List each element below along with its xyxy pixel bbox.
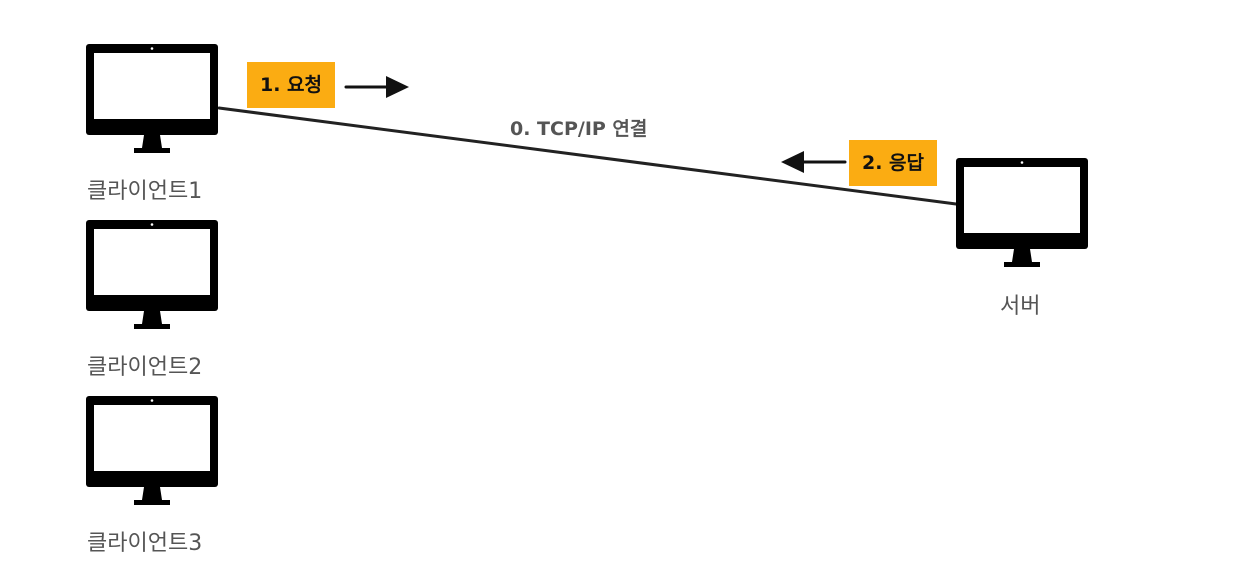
client-2-monitor-icon <box>86 220 218 330</box>
client-3-monitor-icon <box>86 396 218 506</box>
client-3-label: 클라이언트3 <box>87 531 203 556</box>
request-arrow-head <box>386 76 409 98</box>
client-2-label: 클라이언트2 <box>87 355 203 380</box>
server-monitor-icon <box>956 158 1088 268</box>
client-1-monitor-icon <box>86 44 218 154</box>
response-arrow-head <box>781 151 804 173</box>
server-label: 서버 <box>1000 294 1041 319</box>
response-tag: 2. 응답 <box>849 140 938 186</box>
client-1-label: 클라이언트1 <box>87 179 203 204</box>
tcp-ip-connection-label: 0. TCP/IP 연결 <box>510 118 648 140</box>
request-tag: 1. 요청 <box>247 62 336 108</box>
